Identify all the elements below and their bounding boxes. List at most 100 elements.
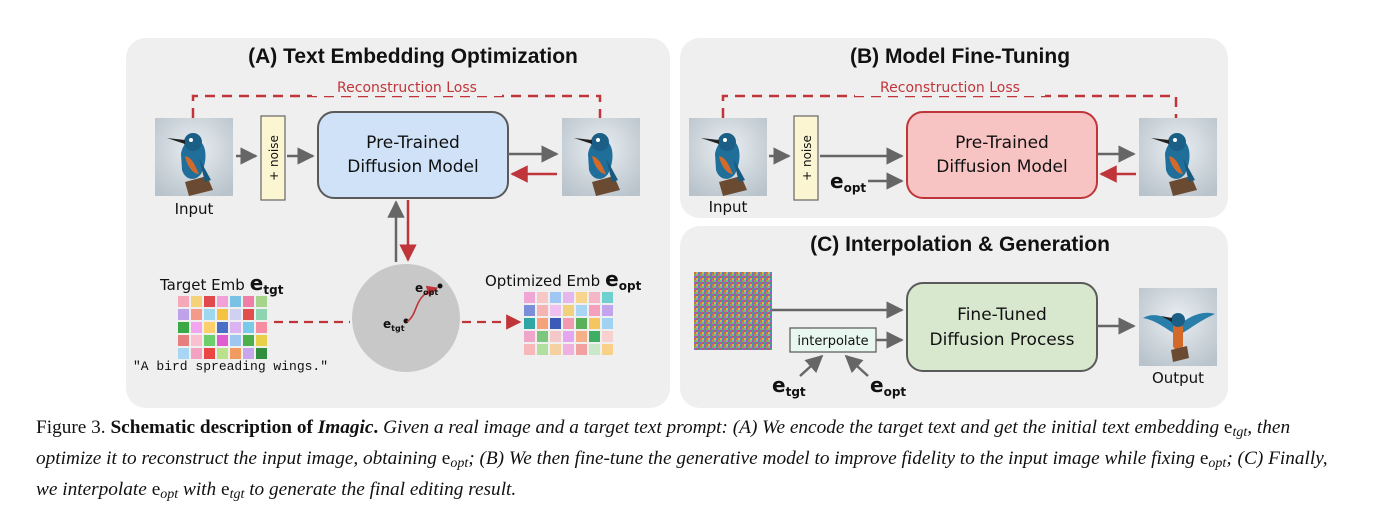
optimized-emb-cell — [563, 318, 574, 329]
panel-b-model-line2: Diffusion Model — [936, 157, 1068, 177]
panel-c-model-line2: Diffusion Process — [930, 330, 1075, 350]
optimized-emb-cell — [550, 344, 561, 355]
optimized-emb-cell — [524, 318, 535, 329]
target-emb-cell — [243, 322, 254, 333]
panel-a-noise-box — [260, 115, 286, 201]
target-emb-cell — [191, 322, 202, 333]
panel-a-input-label: Input — [175, 200, 214, 218]
panel-a-input-image — [155, 118, 233, 196]
panel-a-model-line2: Diffusion Model — [347, 157, 479, 177]
optimized-emb-cell — [602, 305, 613, 316]
target-emb-cell — [191, 296, 202, 307]
target-emb-cell — [217, 335, 228, 346]
optimized-emb-cell — [550, 292, 561, 303]
target-emb-cell — [217, 296, 228, 307]
optimized-emb-cell — [589, 331, 600, 342]
target-emb-cell — [191, 348, 202, 359]
target-emb-cell — [243, 348, 254, 359]
panel-a-output-image — [562, 118, 640, 196]
panel-c-eopt-label: eopt — [870, 373, 906, 399]
target-emb-cell — [204, 309, 215, 320]
target-emb-cell — [178, 335, 189, 346]
optimized-emb-cell — [550, 305, 561, 316]
panel-c-model-box — [906, 282, 1098, 372]
target-emb-cell — [243, 296, 254, 307]
optimized-emb-cell — [550, 331, 561, 342]
target-emb-cell — [178, 348, 189, 359]
figure-caption: Figure 3. Schematic description of Imagi… — [36, 415, 1336, 508]
optimized-emb-cell — [576, 292, 587, 303]
optimized-emb-cell — [524, 344, 535, 355]
panel-a-noise-label: + noise — [267, 135, 281, 181]
panel-b-loss-label: Reconstruction Loss — [880, 80, 1020, 96]
panel-c-interpolate-box — [789, 327, 877, 353]
optimized-emb-cell — [550, 318, 561, 329]
target-emb-cell — [230, 348, 241, 359]
target-emb-cell — [230, 322, 241, 333]
panel-b-model-box — [906, 111, 1098, 199]
panel-b-input-label: Input — [709, 198, 748, 216]
panel-a-circle-etgt: etgt — [383, 317, 405, 333]
panel-a-model-box — [317, 111, 509, 199]
panel-c-noise-image — [694, 272, 772, 350]
panel-a-prompt-text: "A bird spreading wings." — [133, 359, 328, 374]
target-emb-cell — [217, 348, 228, 359]
optimized-emb-cell — [537, 344, 548, 355]
optimized-emb-cell — [563, 292, 574, 303]
target-emb-cell — [191, 335, 202, 346]
optimized-emb-cell — [537, 305, 548, 316]
panel-b-title: (B) Model Fine-Tuning — [850, 45, 1070, 68]
panel-b-noise-box — [793, 115, 819, 201]
optimized-emb-cell — [537, 331, 548, 342]
panel-b-model-line1: Pre-Trained — [955, 133, 1049, 153]
panel-c-title: (C) Interpolation & Generation — [810, 233, 1110, 256]
panel-a-optimization-path — [406, 285, 439, 323]
target-emb-cell — [256, 348, 267, 359]
optimized-emb-cell — [524, 292, 535, 303]
panel-b-output-image — [1139, 118, 1217, 196]
optimized-emb-cell — [524, 305, 535, 316]
schematic-diagram: (A) Text Embedding Optimization (B) Mode… — [126, 38, 1228, 408]
panel-b-eopt-label: eopt — [830, 169, 866, 195]
panel-c-output-image — [1139, 288, 1217, 366]
panel-a-embedding-space — [352, 264, 460, 372]
target-emb-cell — [256, 296, 267, 307]
panel-a-loss-label: Reconstruction Loss — [337, 80, 477, 96]
target-emb-cell — [204, 296, 215, 307]
target-emb-cell — [178, 296, 189, 307]
target-emb-cell — [230, 296, 241, 307]
optimized-emb-cell — [602, 292, 613, 303]
optimized-emb-cell — [602, 344, 613, 355]
panel-a-title: (A) Text Embedding Optimization — [248, 45, 578, 68]
target-emb-cell — [204, 322, 215, 333]
target-emb-cell — [256, 322, 267, 333]
target-emb-cell — [230, 335, 241, 346]
optimized-emb-cell — [602, 318, 613, 329]
target-emb-cell — [243, 309, 254, 320]
panel-a-optimized-emb-grid — [524, 292, 613, 355]
target-emb-cell — [230, 309, 241, 320]
panel-c-arrow-etgt-interp — [799, 354, 824, 377]
optimized-emb-cell — [563, 331, 574, 342]
target-emb-cell — [217, 309, 228, 320]
panel-c-model-line1: Fine-Tuned — [957, 305, 1047, 325]
target-emb-cell — [178, 322, 189, 333]
optimized-emb-cell — [537, 292, 548, 303]
target-emb-cell — [256, 309, 267, 320]
panel-b-input-image — [689, 118, 767, 196]
panel-a-model-line1: Pre-Trained — [366, 133, 460, 153]
optimized-emb-cell — [589, 318, 600, 329]
optimized-emb-cell — [602, 331, 613, 342]
panel-a-circle-eopt: eopt — [415, 281, 438, 297]
optimized-emb-cell — [576, 318, 587, 329]
target-emb-cell — [256, 335, 267, 346]
panel-c-etgt-label: etgt — [772, 373, 806, 399]
optimized-emb-cell — [589, 305, 600, 316]
target-emb-cell — [204, 348, 215, 359]
optimized-emb-cell — [576, 331, 587, 342]
target-emb-cell — [243, 335, 254, 346]
optimized-emb-cell — [589, 292, 600, 303]
optimized-emb-cell — [576, 344, 587, 355]
